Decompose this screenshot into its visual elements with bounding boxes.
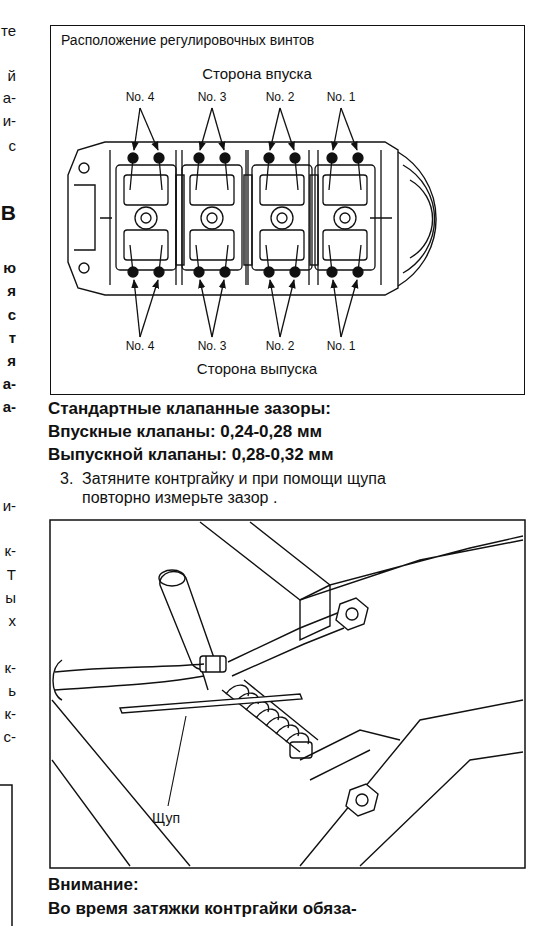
fragment-text: ю: [3, 259, 16, 277]
fragment-text: с: [9, 137, 17, 155]
fragment-text: а-: [3, 375, 16, 393]
fragment-text: т: [9, 329, 16, 347]
fragment-text: х: [9, 612, 17, 630]
fragment-text: я: [7, 282, 16, 300]
note-heading: Внимание:: [48, 875, 139, 895]
fragment-text: а-: [3, 89, 16, 107]
fragment-text: ы: [5, 589, 16, 607]
fragment-text: а-: [3, 398, 16, 416]
fragment-text: Т: [7, 566, 16, 584]
cylinder-number: No. 2: [266, 90, 295, 104]
spec-line: Выпускной клапаны: 0,28-0,32 мм: [48, 445, 333, 465]
cylinder-number: No. 1: [327, 90, 356, 104]
fragment-text: те: [1, 22, 16, 40]
step-text: Затяните контргайку и при помощи щупа по…: [82, 469, 427, 507]
cylinder-number: No. 1: [327, 339, 356, 353]
fragment-text: В: [1, 200, 16, 225]
fragment-text: й: [8, 67, 16, 85]
fragment-text: к-: [4, 659, 16, 677]
part-label: Щуп: [152, 810, 180, 827]
valve-adjust-illustration: [52, 522, 523, 866]
leader-arrow: [134, 108, 357, 337]
fragment-text: с: [8, 306, 16, 324]
note-text: Во время затяжки контргайки обяза-: [48, 899, 357, 919]
cylinder-head: [68, 142, 436, 295]
fragment-text: я: [7, 352, 16, 370]
fragment-text: и-: [3, 112, 16, 130]
side-label: Сторона выпуска: [197, 360, 317, 378]
cylinder-number: No. 2: [266, 339, 295, 353]
side-label: Сторона впуска: [202, 65, 312, 83]
fragment-text: ь: [8, 682, 16, 700]
step-number: 3.: [60, 469, 73, 488]
figure-title: Расположение регулировочных винтов: [61, 32, 514, 49]
cylinder-number: No. 3: [198, 339, 227, 353]
cylinder-number: No. 3: [198, 90, 227, 104]
spec-line: Впускные клапаны: 0,24-0,28 мм: [48, 422, 322, 442]
fragment-text: к-: [4, 542, 16, 560]
cylinder-number: No. 4: [126, 339, 155, 353]
figure-frame: [50, 520, 525, 868]
spec-heading: Стандартные клапанные зазоры:: [48, 399, 331, 419]
fragment-text: с-: [4, 728, 17, 746]
fragment-text: к-: [4, 705, 16, 723]
fragment-text: и-: [3, 497, 16, 515]
cylinder-number: No. 4: [126, 90, 155, 104]
